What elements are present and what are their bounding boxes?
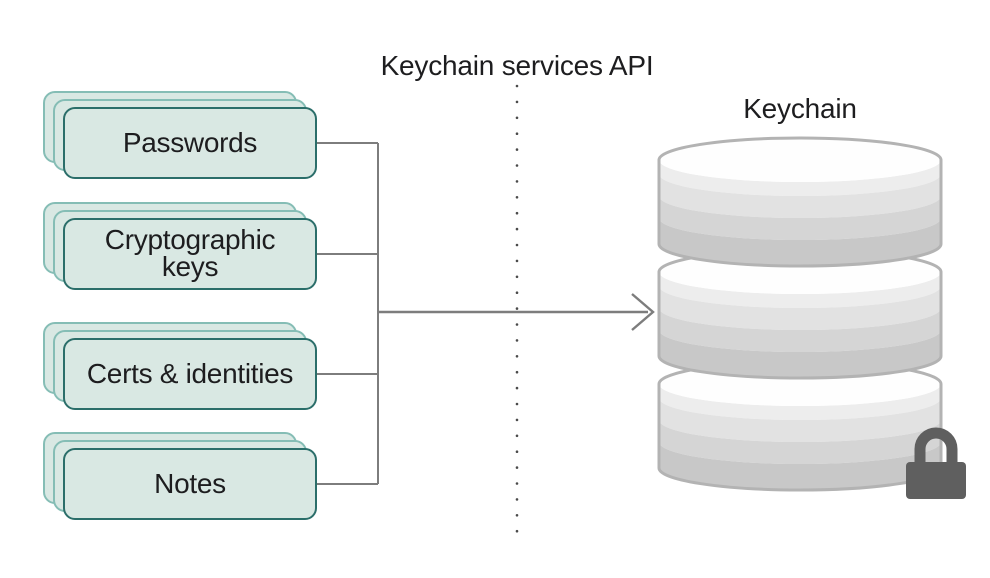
card-group-passwords: Passwords bbox=[43, 91, 317, 179]
arrow-head bbox=[631, 293, 655, 331]
card-label-cryptographic-keys: Cryptographic keys bbox=[104, 224, 276, 282]
keychain-label: Keychain bbox=[743, 93, 857, 124]
api-arrow bbox=[378, 293, 655, 331]
database-disk-top bbox=[657, 136, 943, 268]
database-disk-middle bbox=[657, 248, 943, 380]
card-front: Passwords bbox=[63, 107, 317, 179]
card-label-notes: Notes bbox=[154, 467, 226, 499]
database-disk-bottom bbox=[657, 360, 943, 492]
card-group-notes: Notes bbox=[43, 432, 317, 520]
card-label-passwords: Passwords bbox=[122, 126, 258, 158]
card-group-cryptographic-keys: Cryptographic keys bbox=[43, 202, 317, 290]
api-title: Keychain services API bbox=[380, 50, 654, 81]
connector-lines bbox=[317, 142, 379, 485]
lock-icon bbox=[906, 427, 966, 499]
card-front: Cryptographic keys bbox=[63, 218, 317, 290]
card-label-certs-identities: Certs & identities bbox=[86, 357, 294, 389]
database-cylinder-icon bbox=[657, 136, 943, 492]
card-front: Notes bbox=[63, 448, 317, 520]
card-front: Certs & identities bbox=[63, 338, 317, 410]
card-group-certs-identities: Certs & identities bbox=[43, 322, 317, 410]
